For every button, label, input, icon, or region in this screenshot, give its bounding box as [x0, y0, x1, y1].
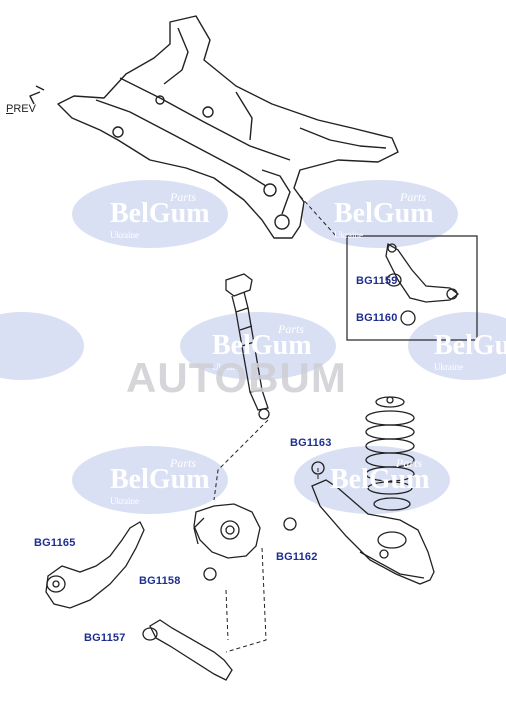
inset-box [346, 235, 478, 341]
prev-link[interactable]: PREV [6, 103, 36, 115]
lower-spring-arm [311, 461, 435, 585]
part-label-bg1162[interactable]: BG1162 [276, 551, 318, 563]
watermark-country: Ukraine [434, 362, 463, 372]
watermark-4: BelGum Ukraine [430, 322, 506, 372]
watermark-6: Parts BelGum [326, 456, 446, 506]
watermark-parts: Parts [400, 190, 427, 204]
watermark-parts: Parts [396, 456, 423, 470]
watermark-2: Parts BelGum Ukraine [330, 190, 450, 240]
watermark-brand: BelGum [334, 198, 434, 229]
watermark-brand: BelGum [212, 330, 312, 361]
watermark-oval-top-right [302, 180, 458, 248]
watermark-country: Ukraine [334, 230, 363, 240]
watermark-1: Parts BelGum Ukraine [100, 190, 220, 240]
watermark-brand: BelGum [330, 464, 430, 495]
trailing-arm [45, 521, 145, 609]
watermark-ovals [0, 180, 506, 514]
watermark-brand: BelGum [110, 464, 210, 495]
coil-spring [365, 396, 415, 511]
part-label-bg1165[interactable]: BG1165 [34, 537, 76, 549]
watermark-oval-mid-center [180, 312, 336, 380]
watermark-oval-top-left [72, 180, 228, 248]
watermark-country: Ukraine [110, 230, 139, 240]
part-label-bg1158[interactable]: BG1158 [139, 575, 181, 587]
watermark-3: Parts BelGum Ukraine [208, 322, 328, 372]
watermark-oval-mid-left [0, 312, 84, 380]
inset-upper-arm [385, 242, 460, 326]
watermark-country: Ukraine [110, 496, 139, 506]
watermark-5: Parts BelGum Ukraine [100, 456, 220, 506]
part-label-bg1157[interactable]: BG1157 [84, 632, 126, 644]
autobum-watermark: AUTOBUM [126, 354, 347, 401]
watermark-parts: Parts [278, 322, 305, 336]
watermark-oval-mid-right [408, 312, 506, 380]
rear-subframe [29, 15, 399, 239]
lateral-link [142, 619, 233, 681]
watermark-parts: Parts [170, 190, 197, 204]
watermark-oval-low-left [72, 446, 228, 514]
watermark-brand: BelGum [110, 198, 210, 229]
watermark-brand: BelGum [434, 330, 506, 361]
shock-absorber [225, 273, 270, 420]
part-label-bg1160[interactable]: BG1160 [356, 312, 398, 324]
knuckle [193, 503, 297, 581]
part-label-bg1159[interactable]: BG1159 [356, 275, 398, 287]
watermark-parts: Parts [170, 456, 197, 470]
dashed-leaders [213, 195, 337, 653]
watermark-country: Ukraine [212, 362, 241, 372]
part-label-bg1163[interactable]: BG1163 [290, 437, 332, 449]
